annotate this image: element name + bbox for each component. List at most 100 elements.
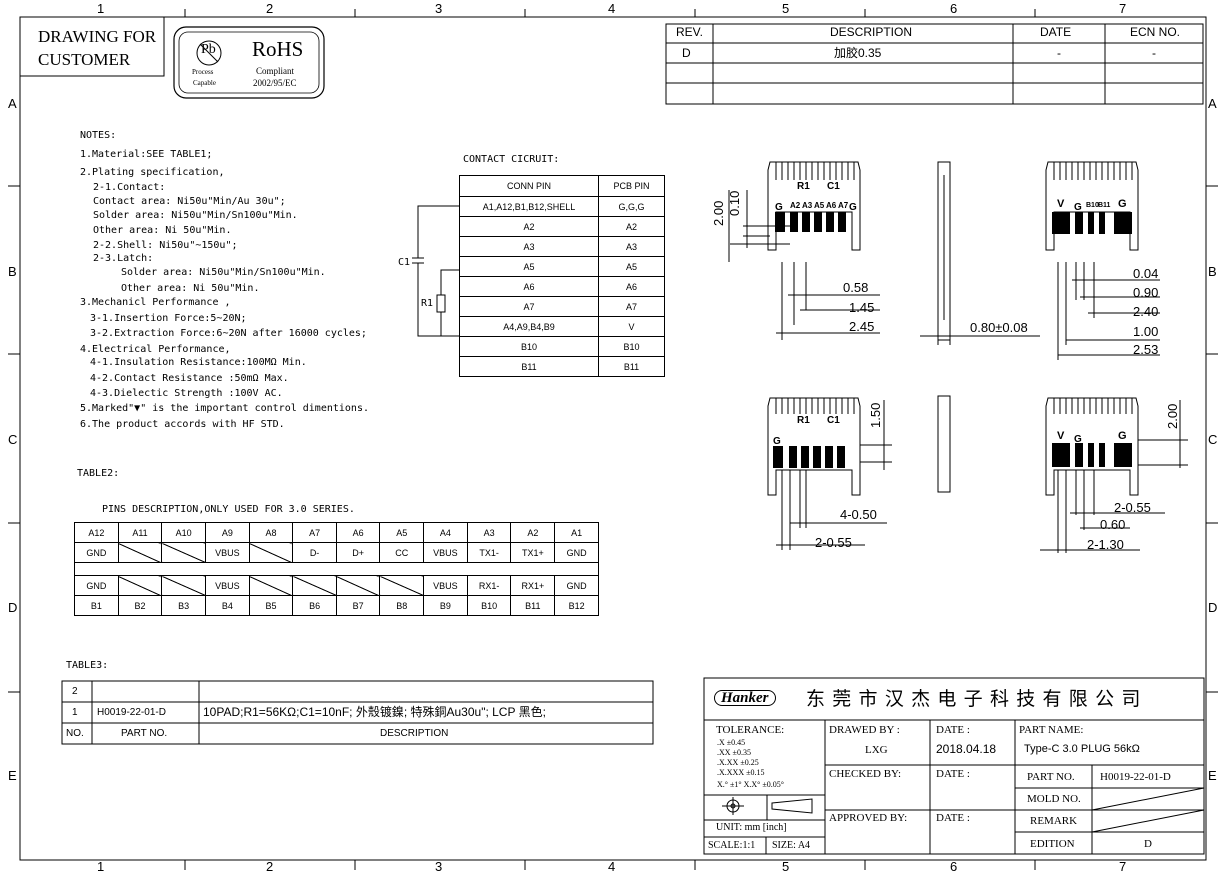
edition-label: EDITION <box>1030 838 1075 850</box>
table-cell: B12 <box>554 595 599 616</box>
dim-label: 2.53 <box>1133 342 1159 357</box>
edition-value: D <box>1144 838 1152 850</box>
customer-label: CUSTOMER <box>38 50 131 69</box>
table-cell: CC <box>379 542 425 563</box>
dim-label: 2.00 <box>1165 403 1180 429</box>
dim-label: 1.50 <box>868 402 883 428</box>
table-cell <box>379 575 425 596</box>
pin-label: A7 <box>838 201 849 210</box>
table-header: CONN PIN <box>459 175 599 197</box>
pin-label: B11 <box>1098 202 1111 209</box>
table-cell: GND <box>74 542 119 563</box>
table-cell: B2 <box>117 595 163 616</box>
table-cell: A5 <box>598 256 665 277</box>
row-label: E <box>1208 768 1217 783</box>
rohs-compliant: Compliant <box>256 66 294 76</box>
note-line: Solder area: Ni50u"Min/Sn100u"Min. <box>93 210 298 221</box>
date-header: DATE <box>1040 25 1072 39</box>
dim-label: 0.80±0.08 <box>970 320 1028 335</box>
table-cell: VBUS <box>204 542 250 563</box>
table-cell <box>292 575 337 596</box>
dim-label: 0.90 <box>1133 285 1159 300</box>
note-line: 4-3.Dielectic Strength :100V AC. <box>90 388 283 399</box>
table-cell: A10 <box>161 522 206 543</box>
pb-free-icon: Pb <box>201 42 216 57</box>
dim-label: 2-1.30 <box>1087 537 1124 552</box>
dim-label: 2.40 <box>1133 304 1159 319</box>
tolerance-line: .XX ±0.35 <box>717 748 751 757</box>
rev-date: - <box>1057 46 1061 60</box>
table-cell <box>117 542 163 563</box>
note-line: Other area: Ni 50u"Min. <box>121 283 260 294</box>
drawing-for-label: DRAWING FOR <box>38 27 157 46</box>
table3-header-part: PART NO. <box>121 728 168 739</box>
dim-label: 4-0.50 <box>840 507 877 522</box>
rev-value: D <box>682 46 691 60</box>
row-label: C <box>1208 432 1218 447</box>
table-cell: B8 <box>379 595 425 616</box>
note-line: 4-1.Insulation Resistance:100MΩ Min. <box>90 357 307 368</box>
table-cell: B5 <box>248 595 294 616</box>
table3-header-desc: DESCRIPTION <box>380 728 449 739</box>
r1-label: R1 <box>421 298 434 309</box>
col-label: 2 <box>266 859 274 874</box>
table-cell: A3 <box>466 522 512 543</box>
pin-label: V <box>1057 198 1065 210</box>
rev-header: REV. <box>676 25 703 39</box>
col-label: 1 <box>97 1 105 16</box>
angle-tolerance: X.° ±1° X.X° ±0.05° <box>717 780 784 789</box>
table-cell: A2 <box>459 216 599 237</box>
note-line: 2-1.Contact: <box>93 182 166 193</box>
table-cell: A5 <box>379 522 425 543</box>
col-label: 5 <box>782 859 790 874</box>
part-no-value: H0019-22-01-D <box>1100 771 1171 783</box>
table-cell <box>161 542 206 563</box>
pin-label: V <box>1057 430 1065 442</box>
tolerance-line: .X.XX ±0.25 <box>717 758 759 767</box>
col-label: 7 <box>1119 859 1127 874</box>
rev-description: 加胶0.35 <box>834 46 882 60</box>
dim-label: 1.45 <box>849 300 875 315</box>
table-cell: A1 <box>554 522 599 543</box>
dim-label: 0.60 <box>1100 517 1126 532</box>
table-cell: VBUS <box>204 575 250 596</box>
table3-no: 2 <box>72 686 78 697</box>
table-cell: B11 <box>459 356 599 377</box>
checked-by-label: CHECKED BY: <box>829 768 902 780</box>
tolerance-label: TOLERANCE: <box>716 724 785 736</box>
pin-label: A3 <box>802 201 813 210</box>
pin-label: G <box>849 202 857 213</box>
col-label: 3 <box>435 859 443 874</box>
note-line: Contact area: Ni50u"Min/Au 30u"; <box>93 196 286 207</box>
table-cell: B6 <box>292 595 337 616</box>
table-cell <box>335 575 381 596</box>
note-line: 4.Electrical Performance, <box>80 344 231 355</box>
table-cell: B11 <box>510 595 556 616</box>
pin-label: A2 <box>790 201 801 210</box>
table-cell: B1 <box>74 595 119 616</box>
table-cell: B7 <box>335 595 381 616</box>
table-cell: RX1- <box>466 575 512 596</box>
col-label: 4 <box>608 859 616 874</box>
date-value: 2018.04.18 <box>936 742 997 756</box>
table-cell: B11 <box>598 356 665 377</box>
pin-label: B10 <box>1086 202 1099 209</box>
row-label: A <box>8 96 17 111</box>
table-cell: A1,A12,B1,B12,SHELL <box>459 196 599 217</box>
table3-title: TABLE3: <box>66 660 109 671</box>
rohs-logo: RoHS <box>252 37 304 61</box>
table-cell: A6 <box>459 276 599 297</box>
c1-label: C1 <box>398 257 411 268</box>
unit-label: UNIT: mm [inch] <box>716 822 787 833</box>
description-header: DESCRIPTION <box>830 25 913 39</box>
row-label: C <box>8 432 18 447</box>
table-cell: A3 <box>598 236 665 257</box>
col-label: 3 <box>435 1 443 16</box>
table-cell: A8 <box>248 522 294 543</box>
table-cell: GND <box>74 575 119 596</box>
note-line: 2.Plating specification, <box>80 167 225 178</box>
dim-label: 2.45 <box>849 319 875 334</box>
table-cell: VBUS <box>423 575 468 596</box>
